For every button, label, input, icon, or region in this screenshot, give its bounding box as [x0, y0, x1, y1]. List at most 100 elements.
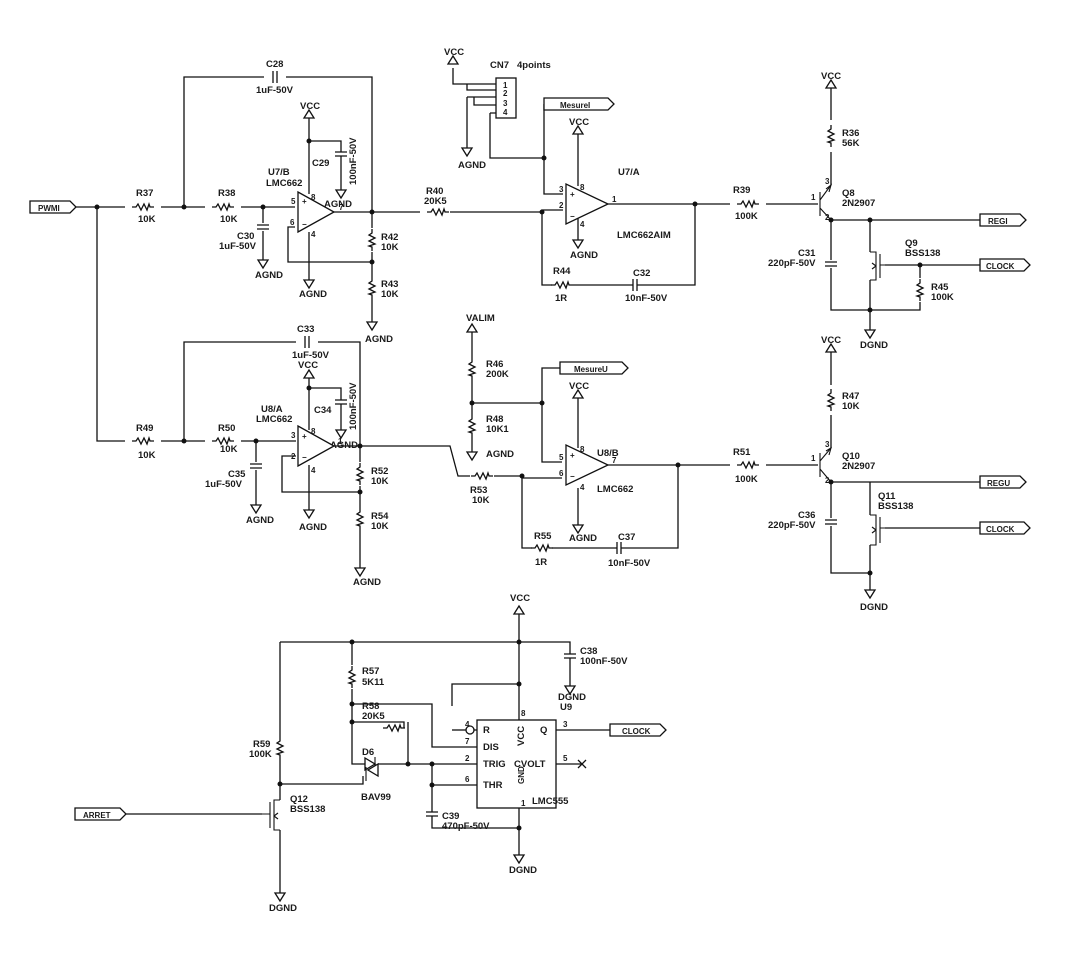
transistor-q8: 1 3 2 Q8 2N2907 — [811, 177, 875, 222]
u8a-pin-8: 8 — [311, 427, 316, 436]
u7b-pin-7: 7 — [339, 203, 344, 212]
ground-dgnd-q11: DGND — [860, 589, 888, 613]
port-arret-label: ARRET — [83, 811, 111, 820]
port-clock-1-label: CLOCK — [986, 262, 1015, 271]
r51-ref: R51 — [733, 447, 751, 458]
ground-dgnd-u9: DGND — [509, 854, 537, 876]
u8a-minus-icon: − — [302, 453, 307, 462]
u9-pin-name-thr: THR — [483, 780, 503, 791]
r50-value: 10K — [220, 444, 238, 455]
u7b-pin-4: 4 — [311, 230, 316, 239]
port-regu-label: REGU — [987, 479, 1010, 488]
c30-ref: C30 — [237, 231, 254, 242]
c37-ref: C37 — [618, 532, 635, 543]
c35-ref: C35 — [228, 469, 246, 480]
q8-ref: Q8 — [842, 188, 855, 199]
capacitor-c33: C33 1uF-50V — [292, 324, 330, 361]
resistor-r44: R44 1R — [550, 266, 574, 304]
resistor-r52: R52 10K — [356, 462, 389, 487]
r49-value: 10K — [138, 450, 156, 461]
port-clock-3-label: CLOCK — [622, 727, 651, 736]
port-arret: ARRET — [74, 807, 127, 821]
port-clock-2-label: CLOCK — [986, 525, 1015, 534]
r46-ref: R46 — [486, 359, 503, 370]
u7b-pin-5: 5 — [291, 197, 296, 206]
u9-pin-1: 1 — [521, 799, 526, 808]
ground-agnd-c30-label: AGND — [255, 270, 283, 281]
supply-vcc-u7b: VCC — [300, 101, 320, 119]
u8a-ref: U8/A — [261, 404, 283, 415]
u9-pin-name-q: Q — [540, 725, 547, 736]
q8-pin-3: 3 — [825, 177, 830, 186]
c33-ref: C33 — [297, 324, 314, 335]
r38-ref: R38 — [218, 188, 235, 199]
c29-ref: C29 — [312, 158, 329, 169]
u9-pin-name-trig: TRIG — [483, 759, 506, 770]
c37-value: 10nF-50V — [608, 558, 651, 569]
ground-agnd-c34: AGND — [330, 429, 358, 451]
port-mesureu-label: MesureU — [574, 365, 608, 374]
r42-value: 10K — [381, 242, 399, 253]
ground-agnd-u7a-label: AGND — [570, 250, 598, 261]
resistor-r50: R50 10K — [211, 423, 238, 455]
capacitor-c36: C36 220pF-50V — [768, 510, 838, 531]
u8a-pin-4: 4 — [311, 466, 316, 475]
capacitor-c29: C29 100nF-50V — [312, 137, 359, 185]
q10-ref: Q10 — [842, 451, 860, 462]
ground-dgnd-q12: DGND — [269, 892, 297, 914]
resistor-r53: R53 10K — [470, 472, 494, 506]
resistor-r46: R46 200K — [468, 357, 509, 381]
r57-ref: R57 — [362, 666, 379, 677]
ground-dgnd-q9-label: DGND — [860, 340, 888, 351]
r43-value: 10K — [381, 289, 399, 300]
diode-d6: D6 BAV99 — [361, 747, 391, 803]
r58-ref: R58 — [362, 701, 379, 712]
r57-value: 5K11 — [362, 677, 385, 688]
u8b-minus-icon: − — [570, 472, 575, 481]
c38-value: 100nF-50V — [580, 656, 628, 667]
u9-pin-4: 4 — [465, 720, 470, 729]
ground-agnd-c29: AGND — [324, 189, 352, 210]
capacitor-c37: C37 10nF-50V — [608, 532, 651, 569]
c39-value: 470pF-50V — [442, 821, 490, 832]
ground-agnd-r54: AGND — [353, 567, 381, 588]
ground-agnd-u7a: AGND — [570, 239, 598, 261]
resistor-r36: R36 56K — [827, 124, 860, 149]
r46-value: 200K — [486, 369, 509, 380]
transistor-q12: Q12 BSS138 — [262, 794, 325, 831]
u9-pin-5: 5 — [563, 754, 568, 763]
capacitor-c30: C30 1uF-50V — [219, 224, 270, 252]
r55-ref: R55 — [534, 531, 552, 542]
ground-agnd-r43-label: AGND — [365, 334, 393, 345]
u9-pin-name-vcc: VCC — [516, 726, 527, 746]
u7a-minus-icon: − — [570, 212, 575, 221]
resistor-r39: R39 100K — [733, 185, 760, 222]
u7a-pin-2: 2 — [559, 201, 564, 210]
transistor-q9: Q9 BSS138 — [870, 238, 940, 281]
u7b-ref: U7/B — [268, 167, 290, 178]
u7b-plus-icon: + — [302, 197, 307, 206]
resistor-r43: R43 10K — [368, 276, 399, 300]
q8-pin-1: 1 — [811, 193, 816, 202]
d6-ref: D6 — [362, 747, 374, 758]
port-pwmi-label: PWMI — [38, 204, 60, 213]
q12-value: BSS138 — [290, 804, 325, 815]
r50-ref: R50 — [218, 423, 235, 434]
u8b-pin-6: 6 — [559, 469, 564, 478]
r38-value: 10K — [220, 214, 238, 225]
r44-ref: R44 — [553, 266, 571, 277]
u9-pin-6: 6 — [465, 775, 470, 784]
u8a-pin-2: 2 — [291, 452, 296, 461]
ground-dgnd-q12-label: DGND — [269, 903, 297, 914]
ground-agnd-r54-label: AGND — [353, 577, 381, 588]
u8b-plus-icon: + — [570, 451, 575, 460]
resistor-r59: R59 100K — [249, 736, 284, 760]
r42-ref: R42 — [381, 232, 398, 243]
q8-pin-2: 2 — [825, 213, 830, 222]
opamp-u7a: + − 8 3 2 1 4 U7/A LMC662AIM — [559, 167, 671, 241]
u7a-pin-8: 8 — [580, 183, 585, 192]
port-regi: REGI — [979, 213, 1027, 227]
c31-ref: C31 — [798, 248, 816, 259]
opamp-u7b: + − 8 5 6 7 4 U7/B LMC662 — [266, 167, 344, 239]
r53-ref: R53 — [470, 485, 487, 496]
